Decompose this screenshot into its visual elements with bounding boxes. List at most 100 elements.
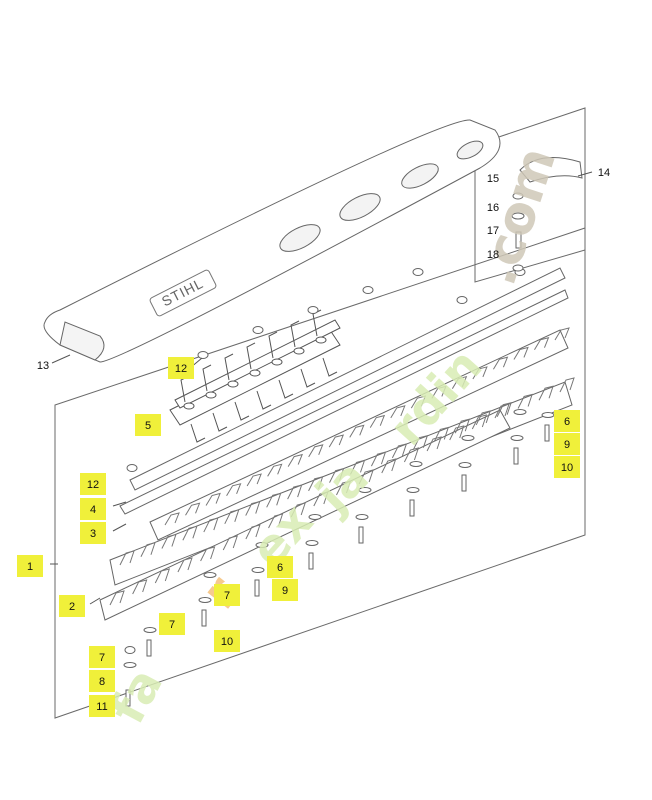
screw (513, 447, 519, 465)
callout-highlight (59, 595, 85, 617)
blade-tooth (154, 568, 171, 584)
screw (201, 609, 207, 627)
washer (458, 462, 472, 468)
callout-number: 1 (27, 561, 33, 573)
support-arm (246, 342, 272, 410)
support-arm (268, 331, 294, 399)
callout-number: 2 (69, 601, 75, 613)
callout-6a: 6 (554, 410, 580, 432)
callout-13: 13 (37, 360, 49, 372)
nut (456, 296, 468, 304)
callout-3: 3 (80, 522, 106, 544)
blade-teeth (109, 327, 575, 606)
blade-tooth (287, 484, 303, 500)
callout-highlight (80, 498, 106, 520)
blade-tooth (226, 483, 242, 497)
callout-14: 14 (598, 167, 610, 179)
blade-tooth (538, 385, 554, 401)
callout-18: 18 (487, 249, 499, 261)
blade-tooth (390, 405, 406, 419)
callout-highlight (267, 556, 293, 578)
callout-number: 9 (564, 439, 570, 451)
washer (358, 487, 372, 493)
washer (409, 461, 423, 467)
blade-tooth (433, 426, 450, 442)
fasteners (123, 268, 555, 707)
callout-highlight (554, 410, 580, 432)
blade-tooth (426, 436, 442, 452)
callout-number: 5 (145, 420, 151, 432)
callout-16: 16 (487, 202, 499, 214)
blade-tooth (185, 502, 201, 516)
washer (251, 567, 265, 573)
washer (198, 597, 212, 603)
blade-tooth (203, 517, 219, 533)
blade-tooth (492, 356, 509, 370)
blade-tooth (349, 424, 365, 438)
support-bushing (315, 336, 327, 344)
callout-highlight (214, 584, 240, 606)
blade-tooth (140, 542, 156, 557)
support-bushing (293, 347, 305, 355)
blade-tooth (268, 513, 284, 529)
blade-tooth (391, 443, 408, 459)
support-arms (180, 309, 338, 443)
callout-number: 11 (96, 701, 107, 713)
washer (355, 514, 369, 520)
callout-2: 2 (59, 595, 85, 617)
washer (305, 540, 319, 546)
callout-15: 15 (487, 173, 499, 185)
callout-number: 18 (487, 249, 499, 261)
callout-number: 7 (99, 652, 105, 664)
nut (197, 351, 209, 359)
callout-number: 12 (87, 479, 99, 491)
callout-number: 16 (487, 202, 499, 214)
blade-tooth (403, 447, 420, 463)
blade-tooth (177, 557, 193, 573)
callout-highlight (159, 613, 185, 635)
blade-tooth (290, 502, 306, 518)
blade-tooth (119, 550, 135, 566)
washer (143, 627, 157, 633)
callout-highlight (89, 670, 115, 692)
blade-tooth (350, 459, 366, 475)
washer (123, 662, 137, 668)
blade-tooth (132, 579, 148, 595)
blade-tooth (559, 377, 575, 393)
callout-number: 15 (487, 173, 499, 185)
blade-tooth (513, 346, 529, 360)
washer (308, 514, 322, 520)
washer (513, 409, 527, 415)
callout-5: 5 (135, 414, 161, 436)
callout-number: 12 (175, 363, 187, 375)
blade-tooth (381, 458, 397, 474)
screw (146, 639, 152, 657)
callout-number: 4 (90, 504, 96, 516)
callout-number: 3 (90, 528, 96, 540)
blade-tooth (328, 434, 345, 448)
callout-number: 9 (282, 585, 288, 597)
blade-tooth (308, 476, 324, 492)
assembly-frame (54, 227, 586, 719)
blade-tooth (246, 473, 262, 487)
blade-tooth (164, 512, 180, 526)
blade-tooth (449, 425, 465, 441)
support-arm (224, 353, 250, 421)
callout-4: 4 (80, 498, 106, 520)
blade-tooth (358, 469, 374, 485)
callout-6b: 6 (267, 556, 293, 578)
blade-tooth (109, 590, 125, 606)
blade-tooth (245, 500, 261, 516)
support-bushing (205, 391, 217, 399)
callout-8: 8 (89, 670, 115, 692)
callout-highlight (80, 473, 106, 495)
cutting-blades (99, 329, 573, 621)
support-bushing (183, 402, 195, 410)
blade-tooth (329, 467, 345, 483)
blade-tooth (554, 327, 570, 341)
callout-highlight (554, 456, 580, 478)
blade-tooth (205, 492, 221, 506)
nut (412, 268, 424, 276)
blade-tooth (267, 463, 283, 477)
screw (125, 689, 131, 707)
